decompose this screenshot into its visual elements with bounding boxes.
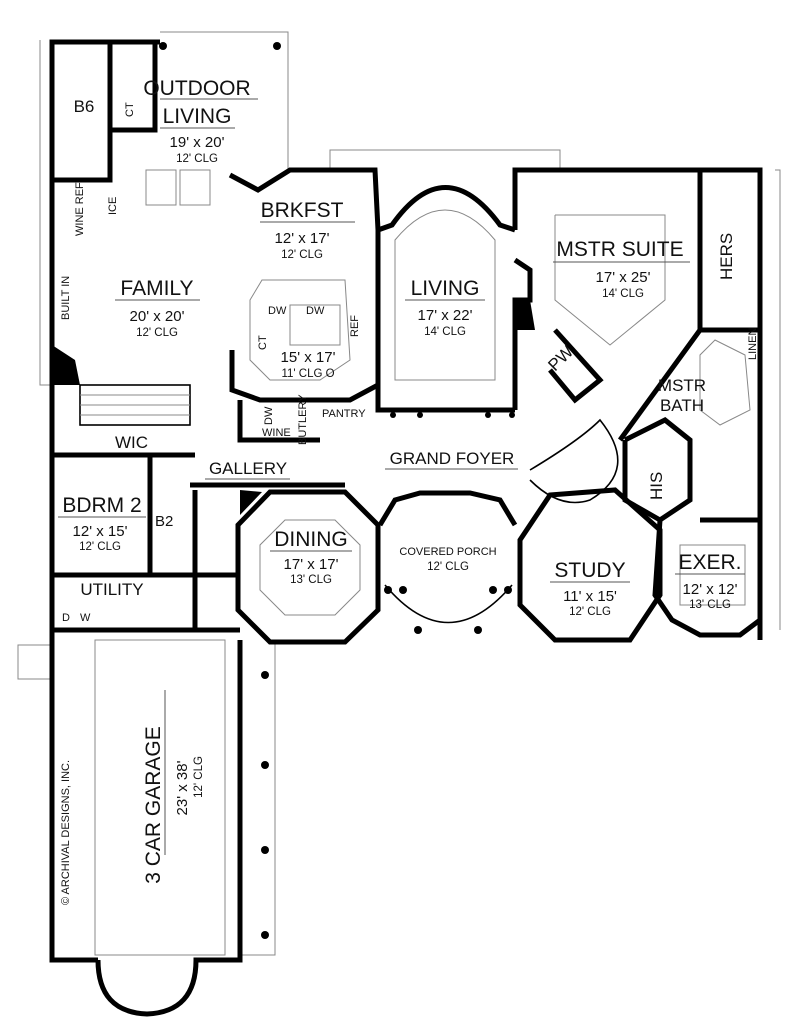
room-name: LIVING (163, 105, 232, 128)
room-size: 19' x 20' (170, 134, 225, 151)
room-name: GALLERY (209, 459, 287, 478)
room-ceiling: 12' CLG (193, 756, 205, 798)
room-name: BDRM 2 (62, 494, 141, 517)
room-size: 17' x 25' (596, 269, 651, 286)
label-dw: DW (268, 305, 287, 317)
room-bdrm2: BDRM 2 12' x 15' 12' CLG (62, 494, 141, 553)
room-size: 23' x 38' (174, 760, 191, 815)
label-his: HIS (647, 472, 666, 500)
room-size: 20' x 20' (130, 308, 185, 325)
room-mstr-bath: MSTR BATH (658, 376, 706, 415)
room-name: UTILITY (80, 580, 143, 599)
room-name: GRAND FOYER (390, 449, 515, 468)
room-ceiling: 12' CLG (176, 153, 218, 165)
room-name: MSTR (658, 376, 706, 395)
label-hers: HERS (717, 233, 736, 280)
room-ceiling: 12' CLG (281, 249, 323, 261)
furnishings (94, 169, 751, 956)
label-ref: REF (349, 315, 361, 337)
room-ceiling: 13' CLG (290, 574, 332, 586)
label-dw: DW (306, 305, 325, 317)
room-name: 3 CAR GARAGE (142, 726, 165, 884)
room-size: 12' x 17' (275, 230, 330, 247)
room-ceiling: 13' CLG (689, 599, 731, 611)
room-ceiling: 11' CLG O (281, 368, 334, 380)
room-ceiling: 12' CLG (136, 327, 178, 339)
label-underlines (58, 98, 745, 855)
room-name: MSTR SUITE (556, 238, 683, 261)
label-wine: WINE (262, 427, 291, 439)
room-study: STUDY 11' x 15' 12' CLG (554, 559, 625, 618)
room-family: FAMILY 20' x 20' 12' CLG (120, 277, 193, 339)
label-butlery: BUTLERY (297, 394, 309, 445)
room-size: 17' x 22' (418, 307, 473, 324)
room-size: 12' x 15' (73, 523, 128, 540)
room-size: 17' x 17' (284, 556, 339, 573)
label-dw: DW (263, 406, 275, 425)
label-pantry: PANTRY (322, 408, 366, 420)
walls (49, 39, 763, 1017)
label-wine-ref: WINE REF (74, 182, 86, 236)
columns (52, 42, 535, 939)
room-kitchen: 15' x 17' 11' CLG O (281, 349, 336, 380)
label-ct: CT (257, 335, 269, 350)
room-name: BRKFST (261, 199, 344, 222)
room-name: EXER. (678, 551, 741, 574)
room-ceiling: 14' CLG (602, 288, 644, 300)
copyright-text: © ARCHIVAL DESIGNS, INC. (60, 760, 72, 905)
room-name: LIVING (411, 277, 480, 300)
room-outdoor-living: OUTDOOR LIVING 19' x 20' 12' CLG (143, 77, 250, 165)
room-name: BATH (660, 396, 704, 415)
label-b6: B6 (74, 97, 95, 116)
room-name: FAMILY (120, 277, 193, 300)
room-garage: 3 CAR GARAGE 23' x 38' 12' CLG (142, 726, 205, 884)
room-name: DINING (274, 528, 348, 551)
label-ct: CT (124, 102, 136, 117)
room-name: OUTDOOR (143, 77, 250, 100)
room-exer: EXER. 12' x 12' 13' CLG (678, 551, 741, 611)
room-ceiling: 12' CLG (569, 606, 611, 618)
room-name: COVERED PORCH (399, 546, 496, 558)
room-size: 12' x 12' (683, 581, 738, 598)
room-grand-foyer: GRAND FOYER (390, 449, 515, 468)
room-utility: UTILITY (80, 580, 143, 599)
room-name: STUDY (554, 559, 625, 582)
room-ceiling: 12' CLG (79, 541, 121, 553)
label-ice: ICE (107, 197, 119, 215)
label-dryer: D (62, 612, 70, 624)
label-linen: LINEN (747, 328, 759, 360)
room-size: 15' x 17' (281, 349, 336, 366)
room-ceiling: 12' CLG (427, 561, 469, 573)
room-mstr-suite: MSTR SUITE 17' x 25' 14' CLG (556, 238, 683, 300)
room-ceiling: 14' CLG (424, 326, 466, 338)
room-covered-porch: COVERED PORCH 12' CLG (399, 546, 496, 573)
room-dining: DINING 17' x 17' 13' CLG (274, 528, 348, 586)
room-size: 11' x 15' (563, 588, 617, 605)
label-wic: WIC (115, 433, 148, 452)
room-living: LIVING 17' x 22' 14' CLG (411, 277, 480, 338)
label-built-in: BUILT IN (60, 276, 72, 320)
label-washer: W (80, 612, 91, 624)
stairs (79, 384, 619, 504)
fixture-labels: B6 CT ICE WINE REF BUILT IN DW DW REF CT… (60, 97, 759, 905)
label-b2: B2 (155, 513, 173, 530)
room-brkfst: BRKFST 12' x 17' 12' CLG (261, 199, 344, 261)
room-gallery: GALLERY (209, 459, 287, 478)
